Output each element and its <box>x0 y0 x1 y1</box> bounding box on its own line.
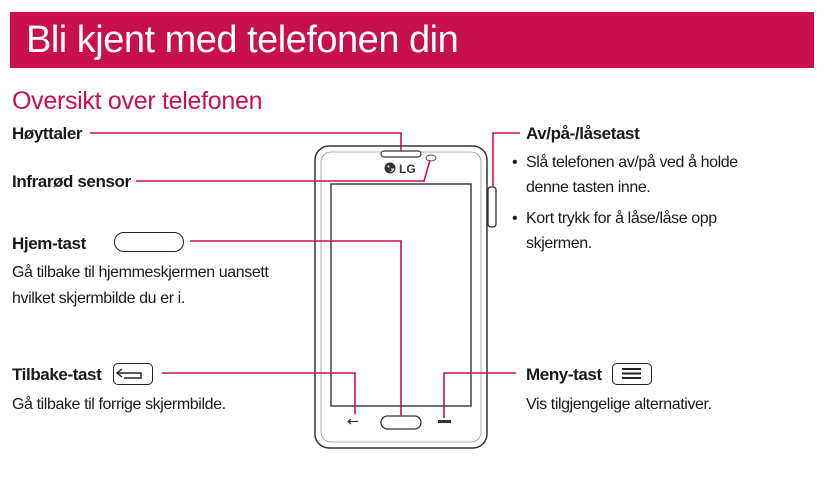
speaker-grille <box>380 150 422 158</box>
back-key-description: Gå tilbake til forrige skjermbilde. <box>12 396 226 413</box>
menu-key-icon <box>612 363 652 385</box>
phone-power-key <box>487 186 497 228</box>
callout-lines <box>90 132 520 418</box>
power-key-bullet-list: • Slå telefonen av/på ved å holde denne … <box>510 150 738 262</box>
phone-home-key <box>380 415 422 430</box>
page-title: Bli kjent med telefonen din <box>26 19 459 61</box>
infrared-sensor-label: Infrarød sensor <box>12 172 131 191</box>
menu-key-description: Vis tilgjengelige alternativer. <box>526 396 712 413</box>
header-banner: Bli kjent med telefonen din <box>10 12 814 68</box>
back-arrow-icon <box>115 368 142 379</box>
infrared-sensor <box>425 154 437 162</box>
back-key-icon <box>113 363 153 385</box>
home-key-label: Hjem-tast <box>12 234 86 253</box>
home-key-description-line-1: Gå tilbake til hjemmeskjermen uansett <box>12 264 269 281</box>
back-key-label: Tilbake-tast <box>12 365 102 384</box>
phone-back-key-icon <box>347 418 358 425</box>
phone-menu-key-icon <box>438 420 451 423</box>
phone-brand-logo-text: LG <box>399 162 416 176</box>
power-bullet-2: • Kort trykk for å låse/låse opp skjerme… <box>512 210 717 252</box>
menu-lines-icon <box>622 368 641 379</box>
home-key-icon <box>114 232 184 252</box>
section-title: Oversikt over telefonen <box>12 87 263 115</box>
speaker-label: Høyttaler <box>12 124 83 143</box>
power-bullet-1: • Slå telefonen av/på ved å holde denne … <box>512 154 738 196</box>
home-key-description-line-2: hvilket skjermbilde du er i. <box>12 290 185 307</box>
lg-logo-icon <box>384 162 396 174</box>
power-lock-key-label: Av/på-/låsetast <box>526 124 640 143</box>
menu-key-label: Meny-tast <box>526 365 602 384</box>
